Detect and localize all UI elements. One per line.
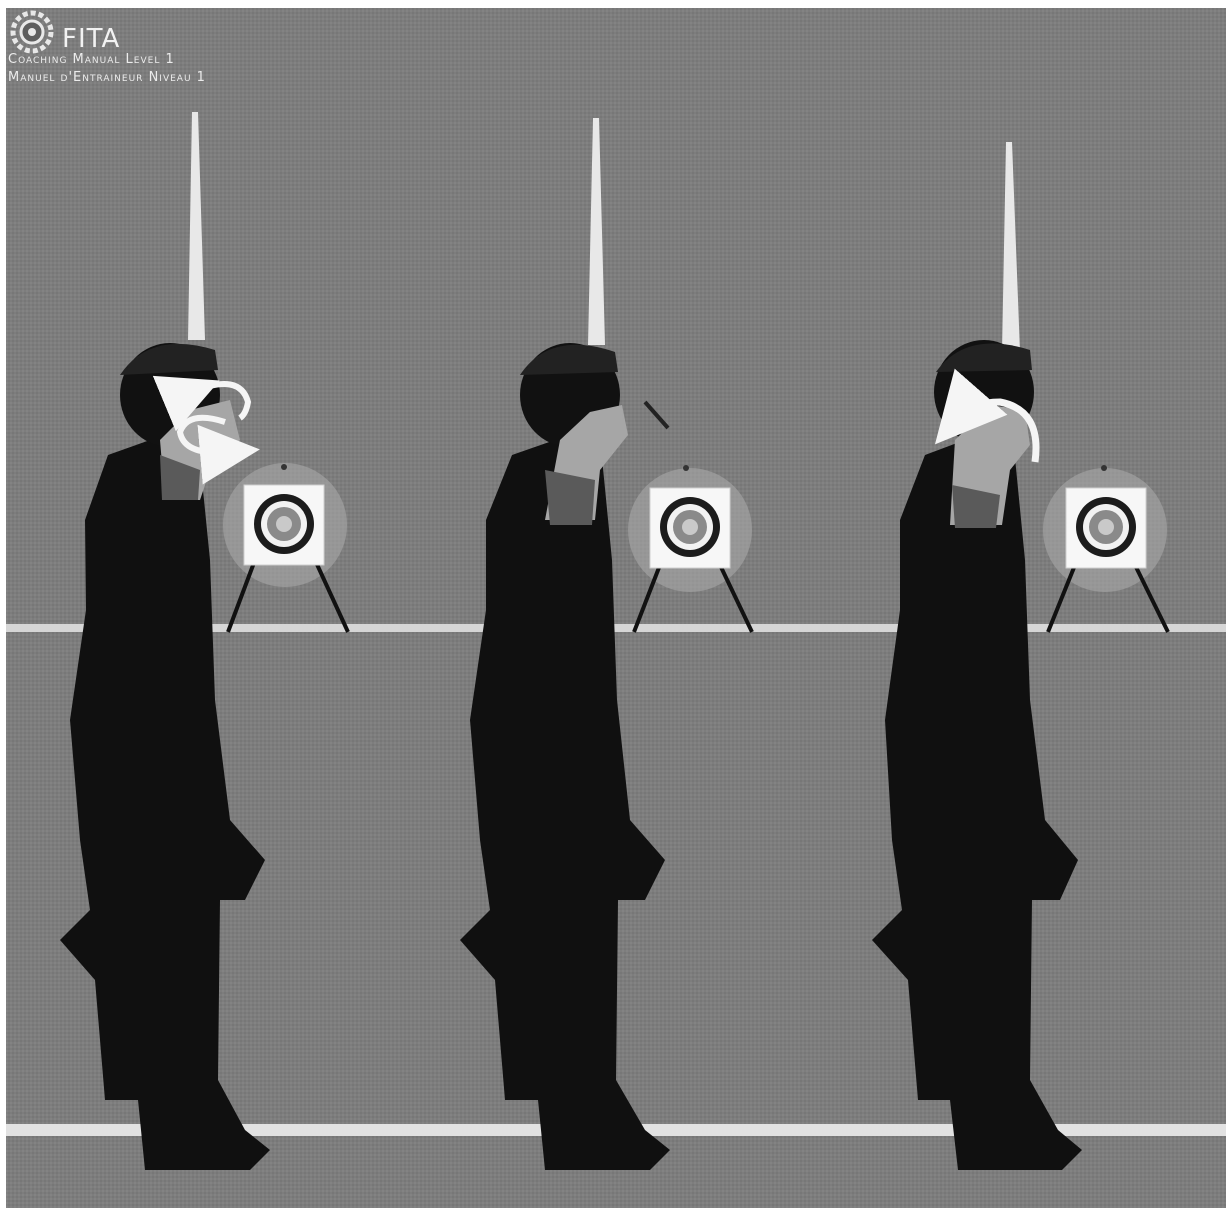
- logo-text: FITA: [62, 24, 120, 54]
- header-line-french: Manuel d'Entraineur Niveau 1: [8, 70, 206, 85]
- fita-logo-icon: [8, 10, 56, 54]
- header: FITA Coaching Manual Level 1 Manuel d'En…: [8, 10, 338, 90]
- header-line-english: Coaching Manual Level 1: [8, 52, 175, 67]
